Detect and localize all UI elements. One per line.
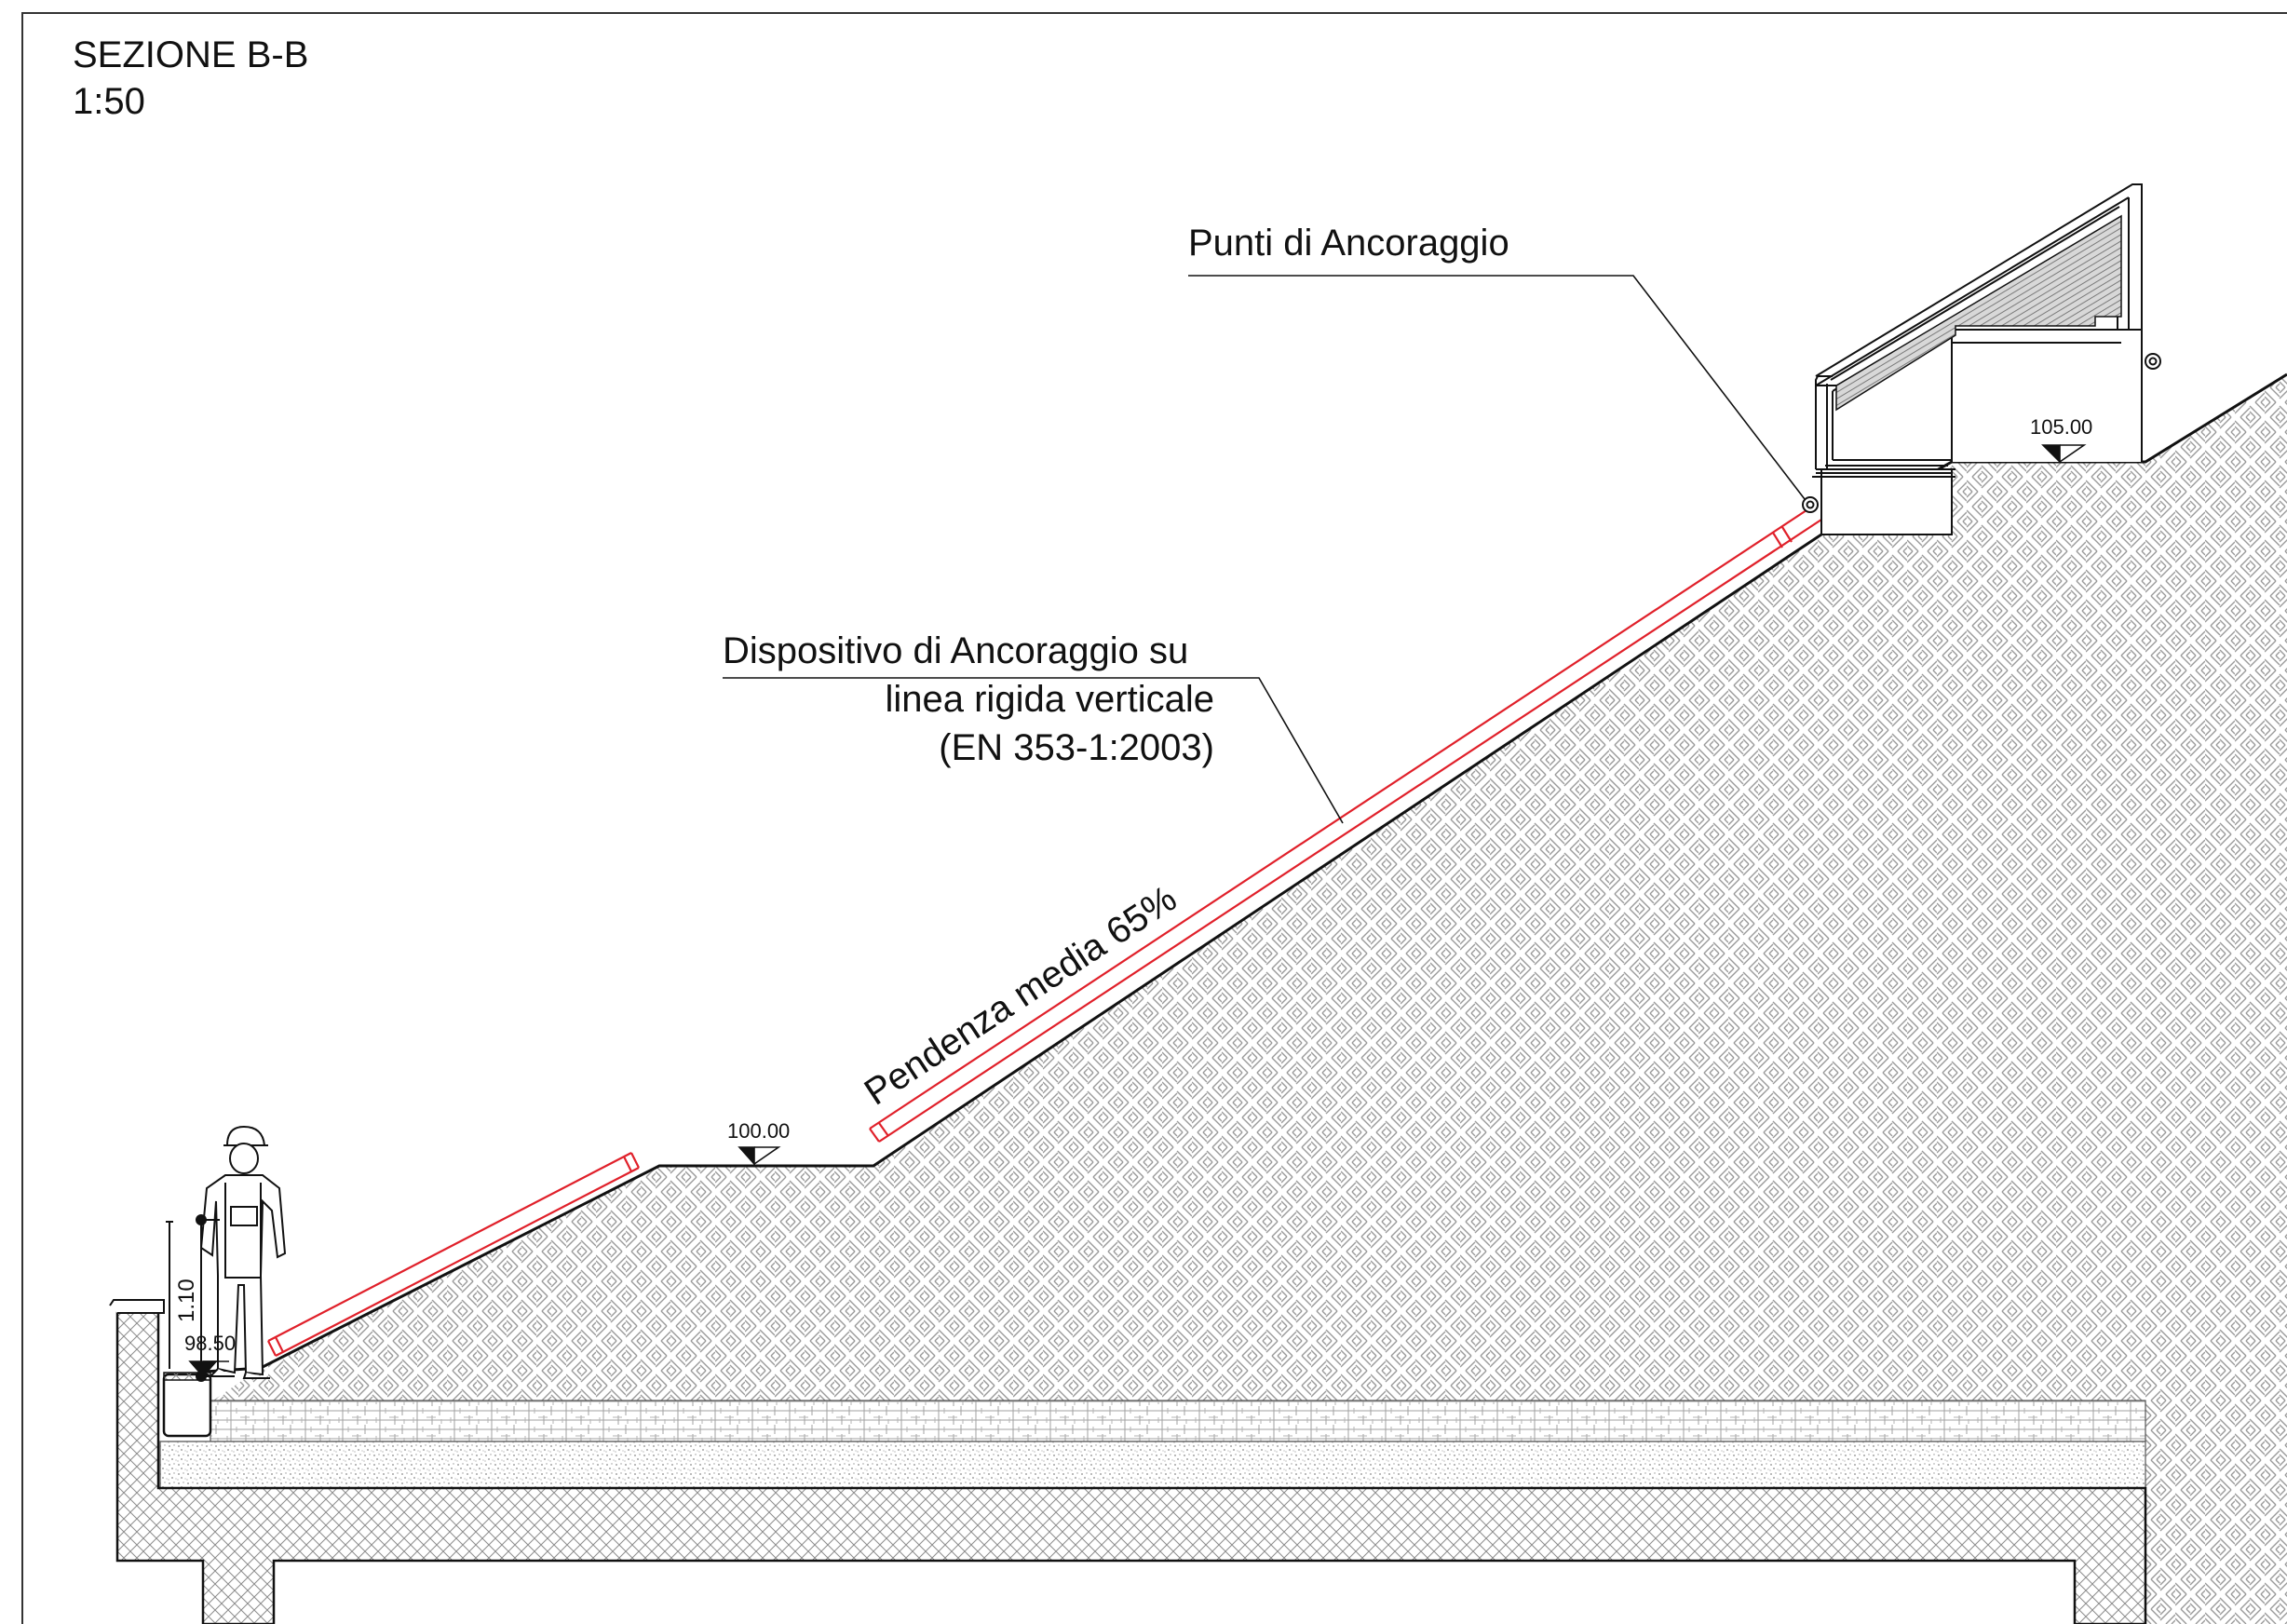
device-label-line-2: linea rigida verticale [885, 679, 1214, 720]
parapet-height-label: 1.10 [174, 1279, 199, 1322]
section-title: SEZIONE B-B [73, 34, 308, 75]
level-marker-top [2041, 444, 2087, 464]
parapet-height-dimension [166, 1214, 220, 1382]
rigid-anchor-line-lower [267, 1152, 640, 1357]
rigid-anchor-line-upper [869, 506, 1822, 1143]
worker-figure-icon [199, 1125, 287, 1379]
railing-lower-rail [1815, 385, 1836, 469]
device-label-line-1: Dispositivo di Ancoraggio su [723, 630, 1188, 671]
scale-label: 1:50 [73, 81, 145, 122]
leader-device [723, 677, 1344, 824]
drawing-frame [21, 12, 2287, 1624]
level-label-bottom: 98.50 [184, 1332, 236, 1355]
gutter-channel [162, 1373, 212, 1438]
soil-embankment [205, 374, 2287, 1624]
level-marker-middle [738, 1146, 781, 1167]
concrete-structure [115, 1304, 2147, 1624]
level-label-top: 105.00 [2030, 415, 2092, 439]
device-label-line-3: (EN 353-1:2003) [939, 727, 1214, 768]
anchor-points-label: Punti di Ancoraggio [1188, 223, 1509, 264]
parapet-cap [109, 1299, 165, 1314]
leader-anchor-points [1188, 275, 1806, 500]
top-platform-railing [1812, 183, 2143, 535]
gravel-layer [159, 1441, 2146, 1489]
railing-mesh-panel [1835, 214, 2122, 412]
anchor-point-icon [1802, 496, 1819, 513]
drainage-layer [210, 1400, 2146, 1442]
railing-bottom-frame [1816, 342, 2121, 474]
anchor-point-icon [2145, 353, 2161, 370]
level-marker-bottom [188, 1360, 229, 1378]
level-label-middle: 100.00 [727, 1119, 790, 1143]
